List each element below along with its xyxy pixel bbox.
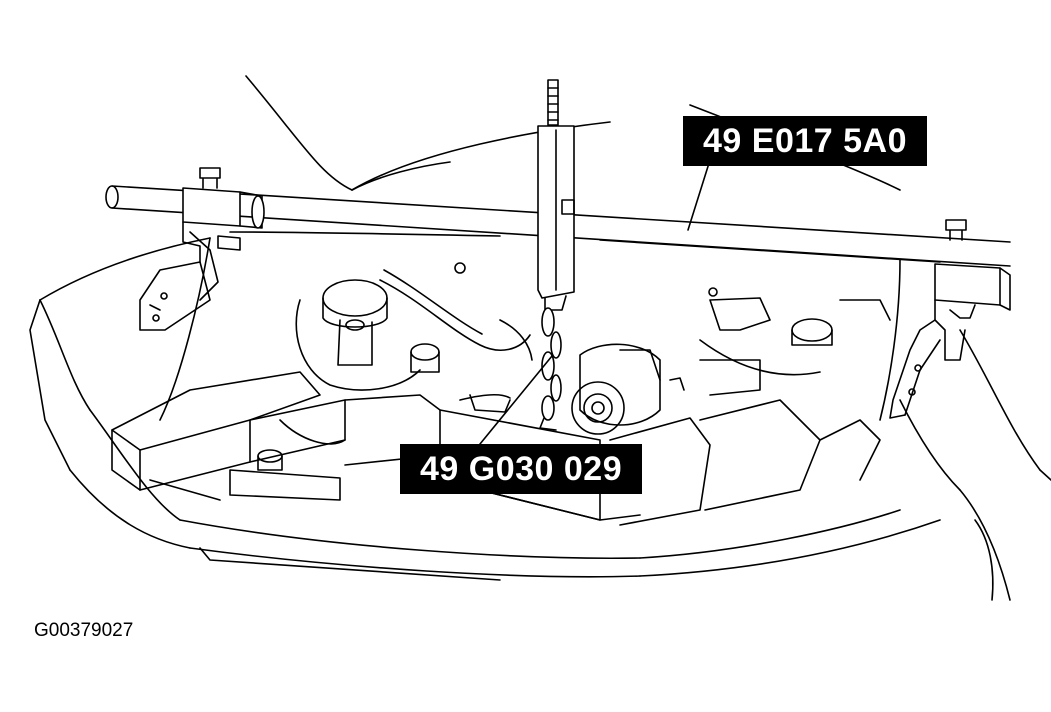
leader-line-support [687,159,711,231]
engine-compartment [111,262,891,526]
leader-line-hook [479,355,553,445]
leader-lines [479,159,711,445]
callout-hanger-hook: 49 G030 029 [400,444,643,494]
engine-support-beam [105,167,1011,419]
hanger-assembly [537,79,575,431]
callout-engine-support-tool: 49 E017 5A0 [683,116,927,166]
figure-code: G00379027 [34,620,134,641]
